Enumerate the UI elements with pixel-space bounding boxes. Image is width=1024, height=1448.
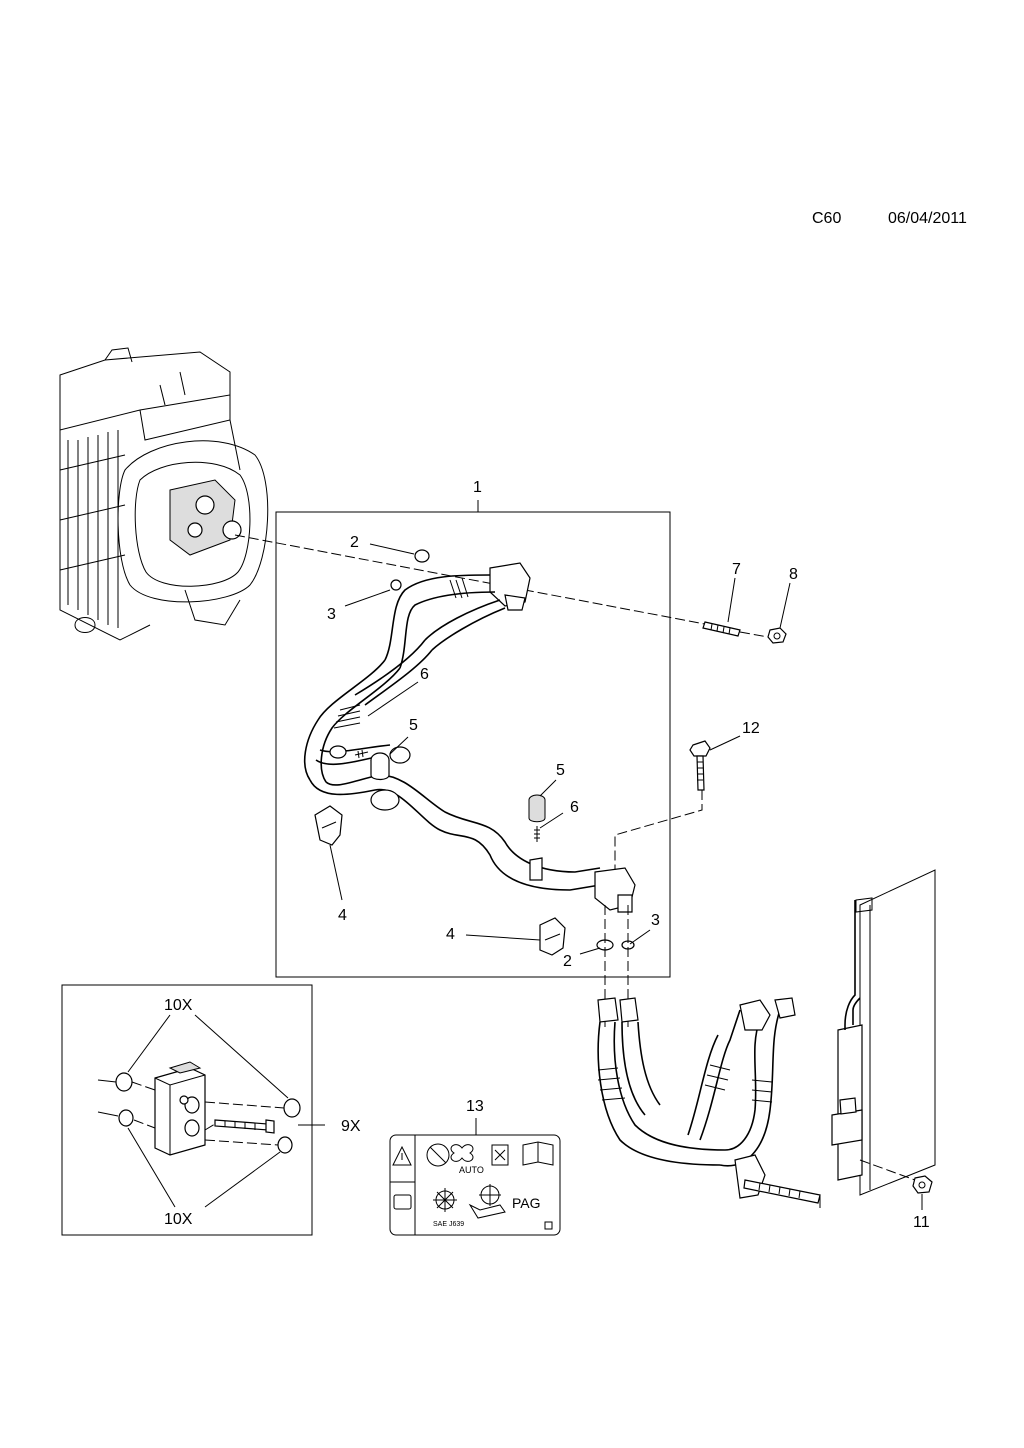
stud-7: [702, 621, 741, 637]
label-sae-text: SAE J639: [433, 1221, 464, 1228]
expansion-valve-inset: [61, 984, 313, 1236]
schrader-valve-cap-upper: [370, 752, 390, 781]
corrugated-section: [333, 577, 469, 729]
label-auto-text: AUTO: [459, 1165, 484, 1175]
nut-11: [912, 1175, 933, 1194]
callout-3-upper: 3: [327, 606, 336, 623]
callout-6-lower: 6: [570, 799, 579, 816]
callout-10x-lower: 10X: [164, 1211, 193, 1228]
schrader-valve-cap-lower: [528, 794, 546, 823]
nut-8: [767, 627, 787, 644]
hvac-housing: [59, 347, 269, 641]
callout-13: 13: [466, 1098, 484, 1115]
o-rings-inset: [115, 1072, 301, 1154]
lower-hose-corrugation: [597, 1064, 773, 1103]
callout-2-lower: 2: [563, 953, 572, 970]
clip-lower: [539, 917, 566, 956]
callout-2-upper: 2: [350, 534, 359, 551]
callout-8: 8: [789, 566, 798, 583]
callout-4-left: 4: [338, 907, 347, 924]
battery-icon: [393, 1194, 412, 1210]
fan-icon: [450, 1144, 474, 1162]
callout-9x: 9X: [341, 1118, 361, 1135]
callouts: 1 2 3 6 5 5 6 4 4 2 3 7 8 12 11 13 10X 1…: [164, 479, 930, 1231]
expansion-valve-bolt: [214, 1119, 275, 1134]
callout-10x-upper: 10X: [164, 997, 193, 1014]
warning-label: AUTO PAG SAE J639: [389, 1134, 561, 1236]
diagram-code: C60: [812, 210, 842, 227]
callout-6-upper: 6: [420, 666, 429, 683]
callout-11: 11: [913, 1214, 930, 1231]
hose-assembly-frame: [275, 511, 671, 978]
housing-ribs: [59, 430, 126, 628]
no-open-flame-icon: [426, 1143, 450, 1167]
seal-rings: [390, 549, 635, 951]
ac-hose-assembly: [303, 562, 636, 913]
lower-hose-assembly: [597, 997, 821, 1208]
valve-core-lower: [534, 826, 540, 842]
callout-5-lower: 5: [556, 762, 565, 779]
callout-4-lower: 4: [446, 926, 455, 943]
oil-can-icon: [468, 1203, 506, 1219]
callout-1: 1: [473, 479, 482, 496]
label-mark-icon: [544, 1221, 553, 1230]
callout-7: 7: [732, 561, 741, 578]
expansion-valve: [154, 1061, 206, 1156]
service-tool-icon: [491, 1144, 509, 1166]
callout-5-upper: 5: [409, 717, 418, 734]
clip-left: [314, 805, 343, 846]
callout-3-lower: 3: [651, 912, 660, 929]
callout-12: 12: [742, 720, 760, 737]
label-pag-text: PAG: [512, 1195, 541, 1211]
warning-triangle-icon: [392, 1145, 412, 1166]
condenser: [831, 869, 936, 1196]
leader-lines: [329, 543, 923, 1210]
bolt-12: [689, 740, 711, 791]
valve-core-upper: [354, 749, 369, 759]
diagram-date: 06/04/2011: [888, 210, 967, 227]
